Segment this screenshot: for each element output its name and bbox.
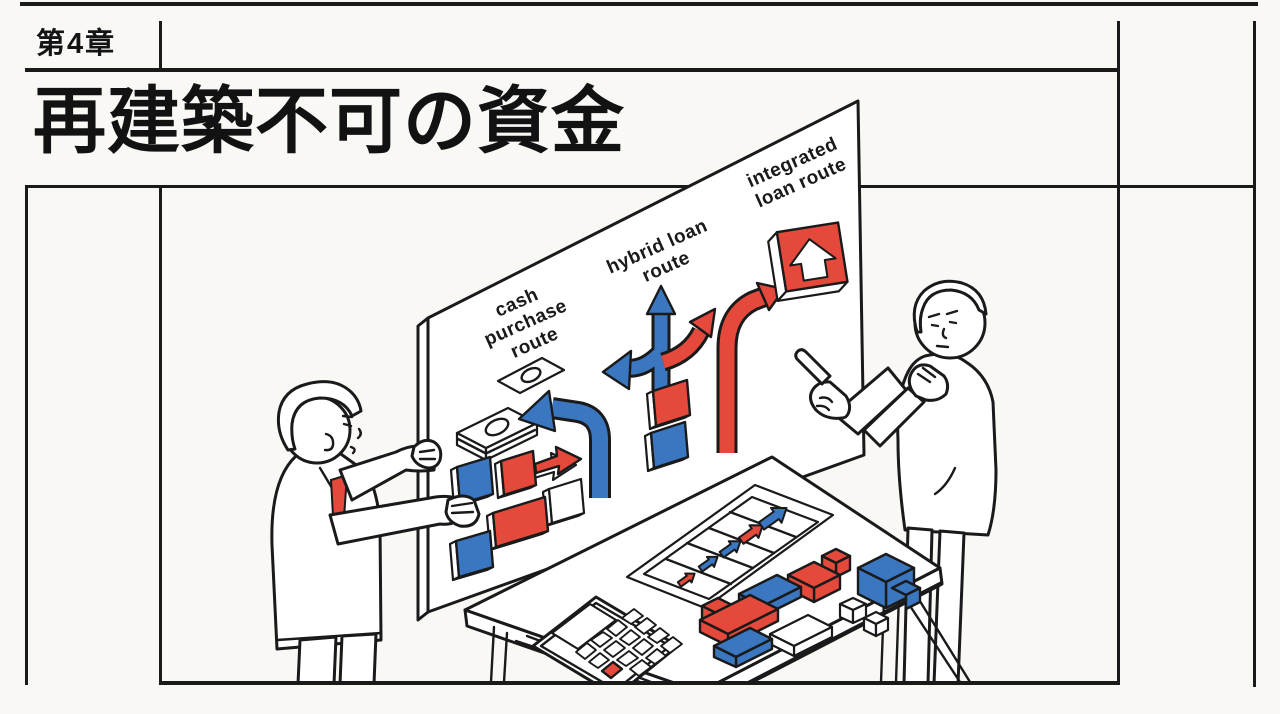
hybrid-left-arrowhead bbox=[601, 349, 633, 391]
divider-left bbox=[25, 185, 28, 685]
divider-right-inner bbox=[1117, 21, 1120, 685]
board-label-cash-line3: route bbox=[508, 323, 562, 363]
board-label-integrated-line1: integrated bbox=[744, 134, 841, 193]
figure-frame-left bbox=[159, 185, 162, 684]
divider-right-outer bbox=[1253, 21, 1256, 687]
page-title: 再建築不可の資金 bbox=[33, 81, 625, 162]
hair bbox=[912, 279, 988, 334]
chapter-label: 第4章 bbox=[36, 28, 117, 60]
head bbox=[913, 286, 987, 360]
board-blocks-left bbox=[448, 449, 586, 582]
cube-hand bbox=[444, 494, 481, 528]
money-stack-icon bbox=[455, 406, 539, 462]
head bbox=[282, 395, 352, 465]
board-label-cash-line2: purchase bbox=[481, 295, 570, 350]
banknote-icon bbox=[496, 356, 566, 395]
chin-hand bbox=[907, 363, 950, 402]
divider-under-title bbox=[25, 185, 1256, 188]
held-cube-icon bbox=[449, 455, 495, 509]
whiteboard: cash purchase route hybrid loan route in… bbox=[416, 99, 866, 622]
divider-header bbox=[25, 68, 1120, 72]
integrated-route-arrow bbox=[716, 281, 786, 453]
calculator-keys bbox=[575, 608, 683, 677]
building-blocks bbox=[698, 547, 922, 669]
hybrid-red-arrowhead bbox=[688, 307, 717, 339]
hair bbox=[276, 380, 363, 452]
board-label-hybrid: hybrid loan route bbox=[604, 215, 711, 287]
hybrid-up-arrowhead bbox=[645, 284, 677, 316]
calculator-red-key bbox=[600, 660, 624, 680]
tie bbox=[329, 473, 349, 520]
person-right bbox=[794, 279, 998, 682]
arrow-tray bbox=[625, 483, 835, 610]
board-label-integrated-line2: loan route bbox=[753, 154, 850, 213]
board-label-cash-line1: cash bbox=[492, 284, 542, 322]
board-label-cash: cash purchase route bbox=[481, 284, 570, 363]
figure-frame-bottom bbox=[159, 681, 1120, 685]
table-leg-splayed bbox=[893, 575, 972, 682]
calculator-display bbox=[550, 602, 618, 651]
board-label-integrated: integrated loan route bbox=[744, 134, 850, 213]
board-blocks-middle bbox=[643, 378, 692, 473]
pointing-arm bbox=[832, 366, 908, 436]
cash-route-arrow bbox=[517, 389, 611, 498]
pointing-finger bbox=[794, 348, 832, 386]
board-label-hybrid-line1: hybrid loan bbox=[604, 215, 711, 278]
table-leg-right bbox=[879, 592, 901, 682]
board-label-hybrid-line2: route bbox=[639, 247, 693, 287]
person-left bbox=[270, 380, 481, 682]
small-red-arrow-icon bbox=[528, 445, 583, 482]
table bbox=[463, 455, 944, 682]
house-icon bbox=[767, 221, 849, 303]
divider-top bbox=[20, 2, 1258, 6]
table-leg-left bbox=[489, 625, 509, 682]
hybrid-route-arrow bbox=[601, 284, 717, 391]
gripping-hand bbox=[410, 438, 443, 470]
table-brace-left bbox=[514, 634, 653, 682]
divider-chapter-tick bbox=[159, 21, 162, 70]
